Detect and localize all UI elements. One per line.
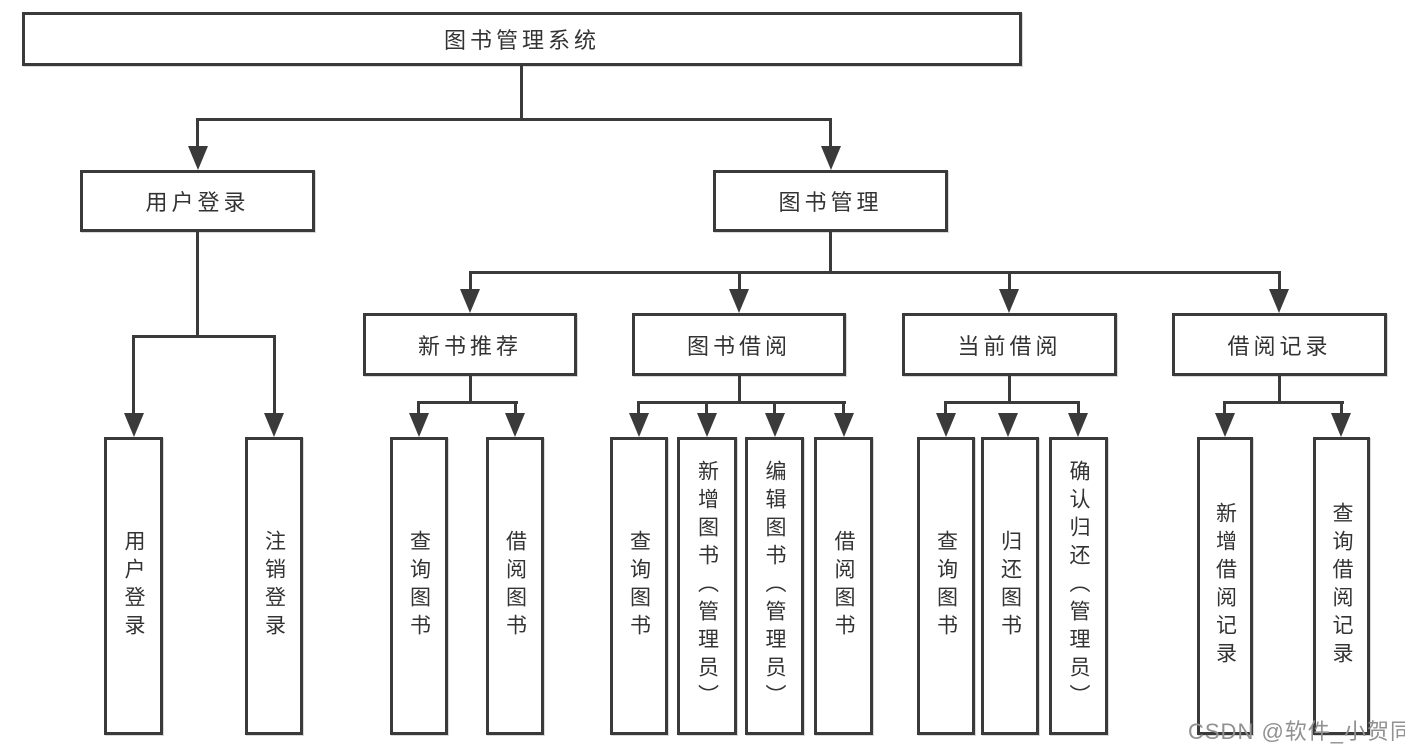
leaf-query-borrow-record: 查询借阅记录	[1313, 437, 1370, 735]
leaf-borrow-book: 借阅图书	[814, 437, 873, 735]
leaf-confirm-return-admin: 确认归还（管理员）	[1049, 437, 1108, 735]
leaf-logout: 注销登录	[245, 437, 303, 735]
leaf-add-borrow-record: 新增借阅记录	[1197, 437, 1253, 735]
node-book-management: 图书管理	[713, 170, 948, 232]
leaf-return-book: 归还图书	[981, 437, 1039, 735]
node-current-borrowing: 当前借阅	[902, 313, 1117, 376]
connector	[469, 376, 472, 404]
connector	[738, 271, 741, 293]
arrowhead-down-icon	[629, 413, 649, 437]
connector	[196, 232, 199, 338]
connector	[196, 118, 832, 121]
leaf-add-book-admin: 新增图书（管理员）	[677, 437, 737, 735]
csdn-watermark: CSDN @软件_小贺同学	[1188, 719, 1405, 744]
connector	[638, 401, 846, 404]
connector	[1008, 271, 1011, 293]
arrowhead-down-icon	[998, 413, 1018, 437]
node-new-book-recommend: 新书推荐	[363, 313, 577, 376]
connector	[469, 271, 472, 293]
connector	[520, 64, 523, 120]
leaf-user-login: 用户登录	[104, 437, 163, 735]
leaf-borrow-query-book: 查询图书	[610, 437, 668, 735]
node-root-library-system: 图书管理系统	[22, 12, 1022, 66]
arrowhead-down-icon	[821, 146, 841, 170]
connector	[418, 401, 518, 404]
connector	[738, 376, 741, 404]
arrowhead-down-icon	[765, 413, 785, 437]
node-user-login: 用户登录	[80, 170, 315, 232]
connector	[944, 401, 947, 417]
connector	[773, 401, 776, 417]
arrowhead-down-icon	[1269, 289, 1289, 313]
leaf-recommend-borrow-book: 借阅图书	[486, 437, 544, 735]
node-borrowing-records: 借阅记录	[1172, 313, 1387, 376]
arrowhead-down-icon	[264, 413, 284, 437]
arrowhead-down-icon	[1331, 413, 1351, 437]
connector	[132, 335, 276, 338]
arrowhead-down-icon	[999, 289, 1019, 313]
connector	[1223, 401, 1226, 417]
connector	[1278, 271, 1281, 293]
connector	[705, 401, 708, 417]
connector	[1278, 376, 1281, 404]
connector	[1008, 376, 1011, 404]
arrowhead-down-icon	[729, 289, 749, 313]
connector	[829, 118, 832, 150]
connector	[132, 335, 135, 415]
connector	[842, 401, 845, 417]
leaf-current-query-book: 查询图书	[917, 437, 975, 735]
connector	[637, 401, 640, 417]
connector	[1224, 401, 1344, 404]
connector	[469, 271, 1281, 274]
arrowhead-down-icon	[697, 413, 717, 437]
arrowhead-down-icon	[505, 413, 525, 437]
connector	[273, 335, 276, 415]
connector	[514, 401, 517, 417]
arrowhead-down-icon	[1215, 413, 1235, 437]
connector	[417, 401, 420, 417]
connector	[196, 118, 199, 150]
connector	[945, 401, 1080, 404]
connector	[829, 232, 832, 274]
node-book-borrowing: 图书借阅	[632, 313, 846, 376]
arrowhead-down-icon	[1068, 413, 1088, 437]
connector	[1077, 401, 1080, 417]
arrowhead-down-icon	[936, 413, 956, 437]
arrowhead-down-icon	[834, 413, 854, 437]
leaf-recommend-query-book: 查询图书	[390, 437, 448, 735]
arrowhead-down-icon	[188, 146, 208, 170]
leaf-edit-book-admin: 编辑图书（管理员）	[745, 437, 804, 735]
connector	[1340, 401, 1343, 417]
arrowhead-down-icon	[124, 413, 144, 437]
arrowhead-down-icon	[460, 289, 480, 313]
arrowhead-down-icon	[409, 413, 429, 437]
